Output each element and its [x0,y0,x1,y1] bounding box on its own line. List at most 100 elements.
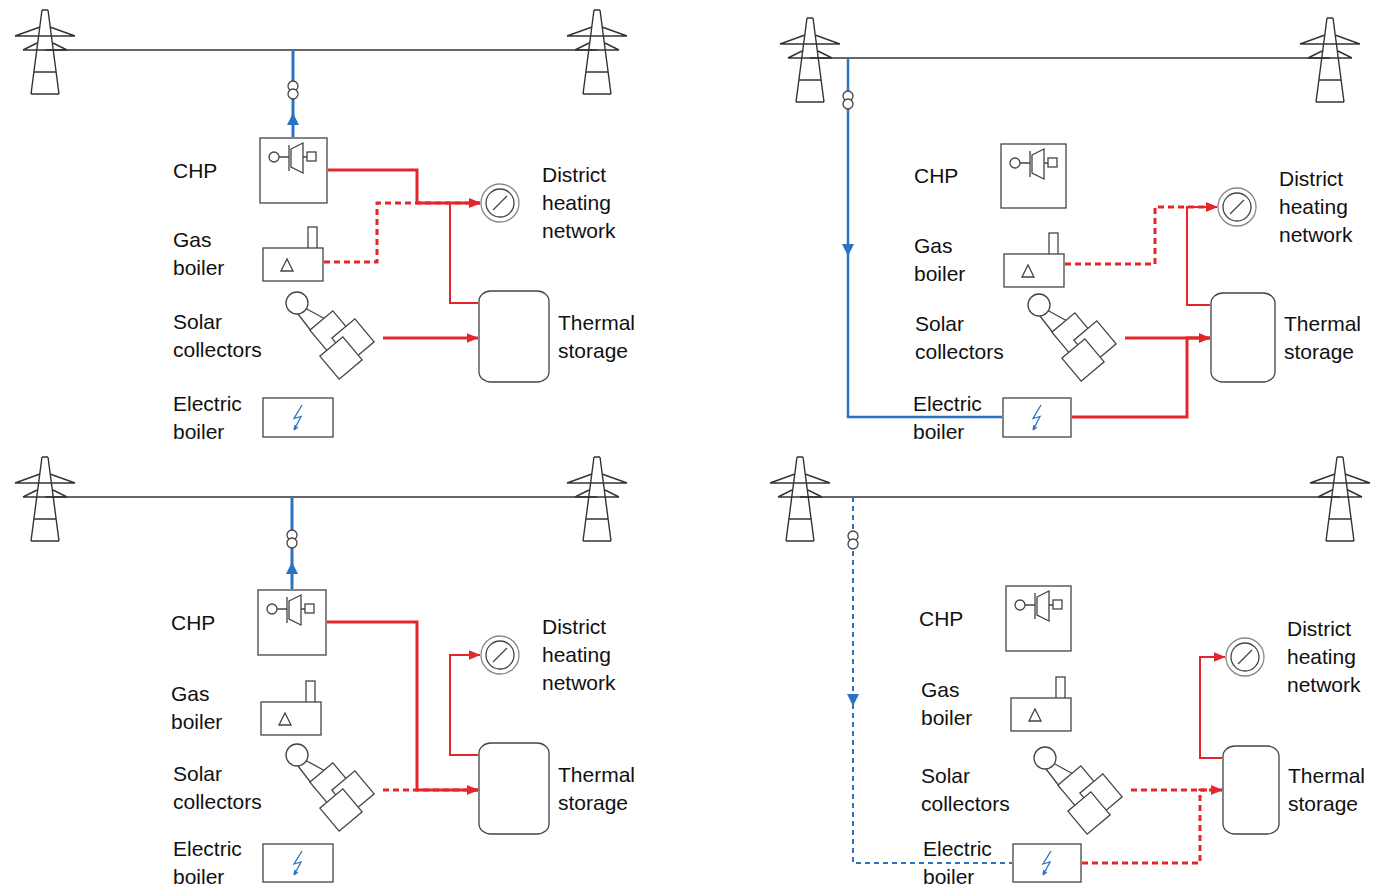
component-label: Electric boiler [913,390,996,446]
component-icon [478,290,550,383]
chp-housing [1006,586,1071,651]
component-icon [1217,187,1257,227]
component-label: Thermal storage [1284,310,1369,366]
electric-boiler: Electric boiler [262,397,334,438]
component-icon [262,226,324,282]
chimney [308,227,317,249]
component-label: Solar collectors [921,762,1021,818]
thermal-storage: Thermal storage [1222,745,1280,835]
component-name: Solar collectors [921,762,1021,818]
heat-flow [1065,207,1217,264]
flow-arrow [842,244,854,256]
component-name: District heating network [542,613,632,697]
network-dial [1223,193,1251,221]
pylon [567,10,627,94]
solar-collector: Solar collectors [283,290,383,382]
transformer-symbol [288,89,298,99]
collector-tank [1034,747,1056,769]
flame-symbol [279,713,291,725]
network-dial [486,641,514,669]
component-name: Gas boiler [173,226,248,282]
storage-tank [479,291,549,382]
gas-boiler: Gas boiler [260,680,322,736]
collector-panel [320,337,362,379]
generator-symbol [1015,600,1025,610]
component-icon [262,843,334,883]
component-label: CHP [173,157,243,185]
component-name: Solar collectors [915,310,1015,366]
chp-unit: CHP [1000,143,1067,209]
component-label: District heating network [1287,615,1375,699]
storage-tank [479,743,549,834]
generator-symbol [267,604,277,614]
component-icon [478,742,550,835]
component-label: Solar collectors [173,760,273,816]
lightning-symbol [294,405,302,430]
component-label: Thermal storage [558,309,643,365]
power-line [800,496,1340,497]
component-label: Gas boiler [921,676,996,732]
solar-collector: Solar collectors [1031,745,1131,835]
component-icon [1010,676,1072,732]
component-name: Electric boiler [923,835,1006,891]
heat-flow [450,655,480,755]
component-label: Solar collectors [915,310,1015,366]
component-icon [257,589,327,656]
chp-housing [260,138,327,203]
component-name: Gas boiler [171,680,246,736]
network-dial [486,189,514,217]
component-label: District heating network [542,161,632,245]
component-icon [1210,292,1276,383]
lightning-symbol [1043,851,1051,875]
power-line [810,57,1330,58]
transformer-symbol [843,99,853,109]
gas-boiler: Gas boiler [262,226,324,282]
engine-symbol [307,152,316,161]
engine-symbol [1048,158,1057,167]
boiler-body [263,844,333,882]
component-icon [259,137,328,204]
component-label: District heating network [1279,165,1369,249]
component-icon [1025,292,1125,384]
network-ring [1218,188,1256,226]
component-name: Thermal storage [558,761,643,817]
component-label: CHP [919,605,989,633]
turbine-symbol [279,143,307,173]
storage-tank [1223,746,1279,834]
transformer-symbol [848,539,858,549]
turbine-symbol [1020,149,1048,179]
dial-needle [493,196,507,210]
component-name: Thermal storage [1284,310,1369,366]
component-icon [1000,143,1067,209]
component-name: Thermal storage [1288,762,1373,818]
component-icon [1002,397,1072,438]
lightning-symbol [294,851,302,875]
component-label: Gas boiler [914,232,989,288]
component-label: Gas boiler [173,226,248,282]
component-name: CHP [919,605,989,633]
power-line [45,49,597,50]
flame-symbol [1029,709,1041,721]
flame-symbol [1022,265,1034,277]
collector-tank [286,744,308,766]
heating-network: District heating network [1225,637,1265,677]
component-label: CHP [171,609,241,637]
electric-boiler: Electric boiler [1012,843,1082,883]
component-label: CHP [914,162,984,190]
thermal-storage: Thermal storage [478,290,550,383]
flame-symbol [281,259,293,271]
pylon [780,18,840,102]
component-label: Electric boiler [173,390,256,446]
collector-tank [1028,294,1050,316]
chp-unit: CHP [259,137,328,204]
pylon [15,457,75,541]
heat-flow [1131,789,1222,792]
heat-flow [324,203,480,262]
chimney [1049,233,1058,255]
component-label: Electric boiler [923,835,1006,891]
heat-flow [1200,657,1225,758]
component-name: District heating network [1287,615,1375,699]
